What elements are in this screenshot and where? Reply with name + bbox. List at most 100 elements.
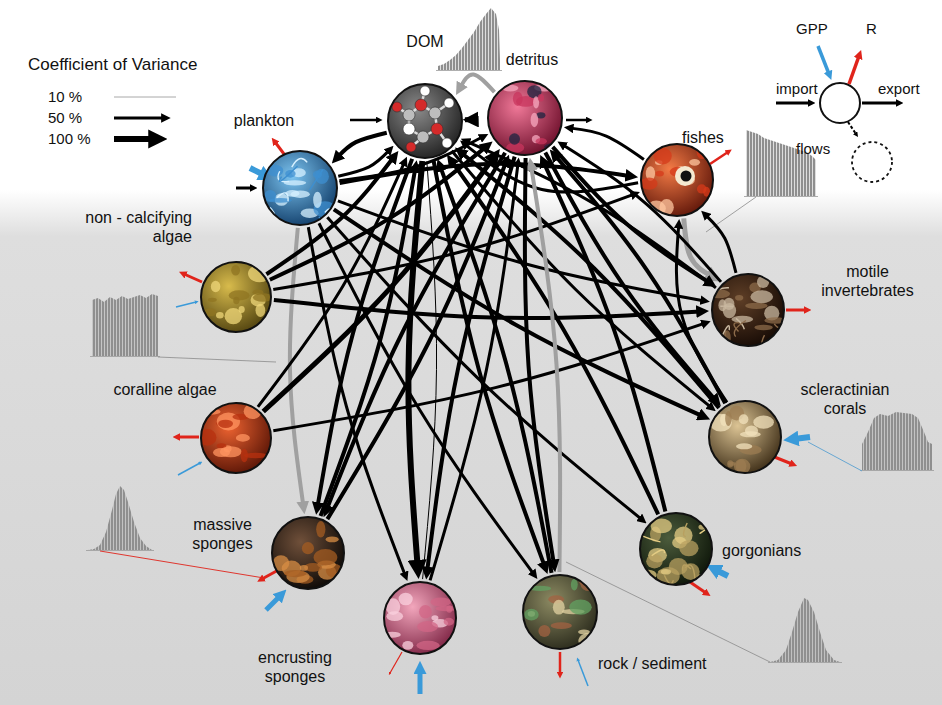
picture-detail [569,600,591,615]
label-holder: Coefficient of Variance [28,55,197,75]
compartment-label: coralline algae [100,380,230,399]
picture-ground [387,83,463,159]
legend-row: 10 % [48,86,182,107]
picture-strand [279,166,297,181]
respiration-arrow [184,274,202,282]
legend-text: 10 % [48,88,110,106]
label-holder: flows [796,140,830,158]
picture-strand [664,575,673,583]
import-arrow [236,187,252,190]
compartment-circle: non - calcifying algae [200,261,272,333]
picture-detail [661,569,671,575]
compartment-outline [272,517,344,589]
compartment-label: fishes [682,128,742,147]
picture-ground [487,80,563,156]
compartment-picture [387,83,463,159]
compartment-outline [640,513,712,585]
picture-group [200,402,272,474]
grey-ground [0,190,942,705]
picture-detail [236,434,250,442]
picture-detail [513,92,523,106]
picture-group [522,574,598,650]
picture-detail [302,542,314,554]
compartment-label: non - calcifying algae [62,208,192,246]
picture-strand [641,535,660,541]
picture-group [387,83,463,159]
label-holder: export [878,80,920,98]
histogram-base [90,356,160,357]
histogram-base [436,70,502,71]
compartment-label: massive sponges [180,515,265,553]
fish-eye [675,166,695,186]
key-flow-arrow [848,122,856,134]
molecule-atom [431,123,443,135]
respiration-arrow [178,436,199,439]
export-arrow [566,119,588,122]
line-sample [110,108,182,128]
picture-detail [731,316,753,323]
respiration-arrow [690,582,706,593]
picture-detail [419,605,432,618]
picture-detail [750,290,773,303]
compartment-circle: detritus [487,80,563,156]
compartment-outline [201,262,271,332]
picture-group [639,512,713,586]
gpp-arrow [176,302,196,307]
picture-detail [326,537,339,543]
picture-detail [551,622,572,629]
key-compartment [820,83,860,123]
flow-arrow [441,167,552,572]
histogram-base [744,196,818,197]
key-target-compartment [852,142,892,182]
flow-arrow [427,157,514,571]
picture-group [200,261,272,333]
compartment-picture [271,516,345,590]
respiration-arrow [559,652,562,674]
picture-strand [684,523,688,537]
compartment-picture [262,150,338,226]
legend-heading: Coefficient of Variance [28,55,197,75]
picture-detail [641,178,658,190]
picture-ground [262,150,338,226]
compartment-outline [523,575,597,649]
picture-strand [700,530,705,534]
picture-detail [745,303,768,309]
compartment-outline [709,401,781,473]
gpp-arrow [178,463,200,475]
picture-detail [291,190,310,197]
picture-detail [316,521,325,537]
legend-text: 100 % [48,130,110,148]
picture-strand [292,159,307,168]
compartment-circle: massive sponges [271,516,345,590]
legend-row: 100 % [48,128,182,149]
picture-detail [531,113,539,127]
compartment-label: motile invertebrates [805,262,930,300]
compartment-label: DOM [395,32,455,51]
picture-ground [271,516,345,590]
respiration-arrow [786,309,806,312]
compartment-circle: scleractinian corals [708,400,782,474]
picture-detail [218,420,233,428]
picture-detail [697,184,707,193]
picture-detail [417,621,438,632]
flow-arrow [465,117,476,122]
picture-detail [216,312,224,319]
key-label: R [866,20,877,38]
picture-detail [538,625,550,637]
picture-ground [640,143,714,217]
gpp-arrow [418,670,423,694]
compartment-label: plankton [228,111,300,130]
legend-row: 50 % [48,107,182,128]
flow-arrow [408,161,422,566]
key-import-arrow [776,102,810,105]
histogram [92,294,158,356]
compartment-circle: encrusting sponges [383,581,457,655]
picture-group [262,150,338,226]
picture-detail [300,565,308,571]
respiration-arrow [710,152,728,164]
picture-strand [262,159,274,173]
compartment-circle: fishes [640,143,714,217]
